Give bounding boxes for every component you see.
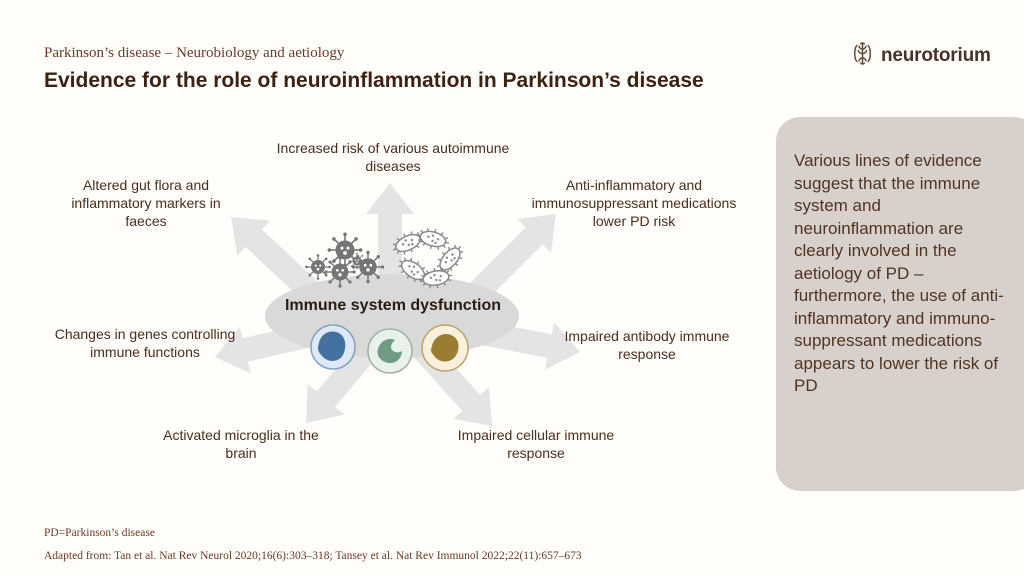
abbreviation-footnote: PD=Parkinson’s disease — [44, 527, 155, 539]
breadcrumb: Parkinson’s disease – Neurobiology and a… — [44, 45, 345, 61]
node-top-left: Altered gut flora and inflammatory marke… — [71, 177, 221, 229]
lymphocyte-green-icon — [367, 328, 413, 374]
brain-icon — [849, 40, 876, 72]
source-citation: Adapted from: Tan et al. Nat Rev Neurol … — [44, 550, 582, 562]
lymphocyte-gold-icon — [421, 324, 469, 372]
node-bottom-right: Impaired cellular immune response — [457, 427, 615, 461]
logo-wordmark: neurotorium — [881, 45, 991, 66]
hub-label: Immune system dysfunction — [284, 297, 502, 314]
node-top: Increased risk of various autoimmune dis… — [276, 140, 510, 174]
summary-panel: Various lines of evidence suggest that t… — [776, 117, 1024, 491]
lymphocyte-blue-icon — [310, 324, 356, 370]
node-bottom-left: Activated microglia in the brain — [163, 427, 319, 461]
summary-text: Various lines of evidence suggest that t… — [794, 151, 1004, 395]
node-mid-right: Impaired antibody immune response — [564, 328, 730, 362]
page-title: Evidence for the role of neuroinflammati… — [44, 69, 704, 92]
node-top-right: Anti-inflammatory and immunosuppressant … — [531, 177, 737, 229]
node-mid-left: Changes in genes controlling immune func… — [54, 326, 236, 360]
neurotorium-logo: neurotorium — [849, 40, 991, 72]
